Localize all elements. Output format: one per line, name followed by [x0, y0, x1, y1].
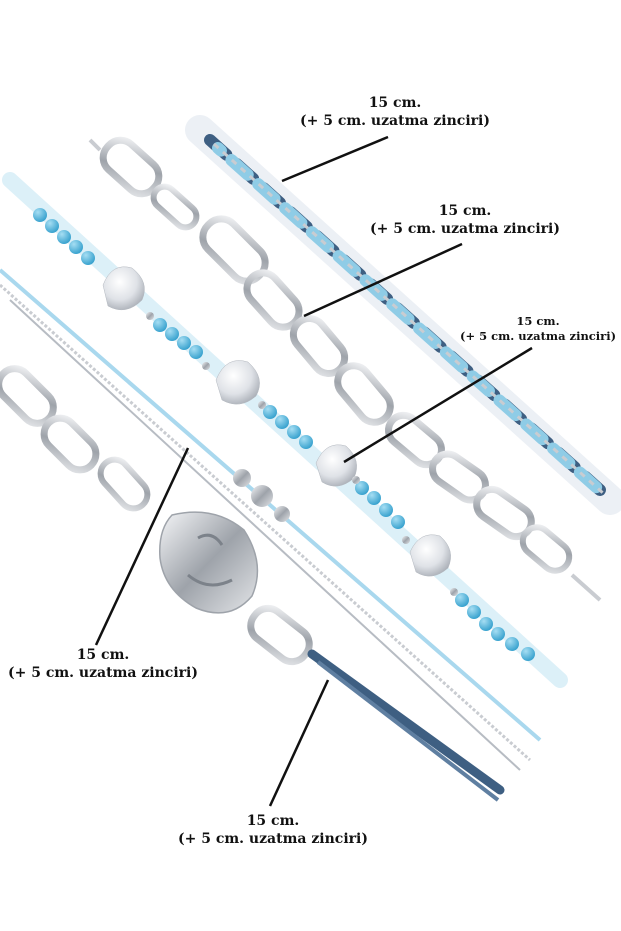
callout-line-1 — [281, 135, 389, 183]
callout-line-4 — [94, 447, 190, 646]
extension-label: (+ 5 cm. uzatma zinciri) — [300, 113, 490, 130]
length-label: 15 cm. — [438, 203, 492, 219]
extension-label: (+ 5 cm. uzatma zinciri) — [8, 665, 198, 682]
callout-line-3 — [343, 346, 533, 464]
extension-label: (+ 5 cm. uzatma zinciri) — [370, 221, 560, 238]
face-pendant-chain-bracelet — [0, 365, 505, 802]
length-callout-4: 15 cm. (+ 5 cm. uzatma zinciri) — [8, 646, 198, 682]
length-callout-2: 15 cm. (+ 5 cm. uzatma zinciri) — [370, 202, 560, 238]
callout-line-5 — [268, 679, 330, 807]
length-callout-5: 15 cm. (+ 5 cm. uzatma zinciri) — [178, 812, 368, 848]
callout-lines — [94, 135, 533, 807]
braided-cord-bracelet — [185, 115, 621, 515]
length-callout-3: 15 cm. (+ 5 cm. uzatma zinciri) — [460, 314, 616, 344]
silver-strand-bracelet — [0, 268, 542, 771]
length-label: 15 cm. — [368, 95, 422, 111]
length-label: 15 cm. — [76, 647, 130, 663]
turquoise-bead-pearl-bracelet — [2, 172, 568, 688]
callout-line-2 — [303, 242, 463, 318]
extension-label: (+ 5 cm. uzatma zinciri) — [178, 831, 368, 848]
extension-label: (+ 5 cm. uzatma zinciri) — [460, 328, 617, 343]
length-label: 15 cm. — [246, 813, 300, 829]
length-label: 15 cm. — [516, 314, 560, 328]
silver-link-chain-bracelet — [88, 136, 602, 602]
length-callout-1: 15 cm. (+ 5 cm. uzatma zinciri) — [300, 94, 490, 130]
